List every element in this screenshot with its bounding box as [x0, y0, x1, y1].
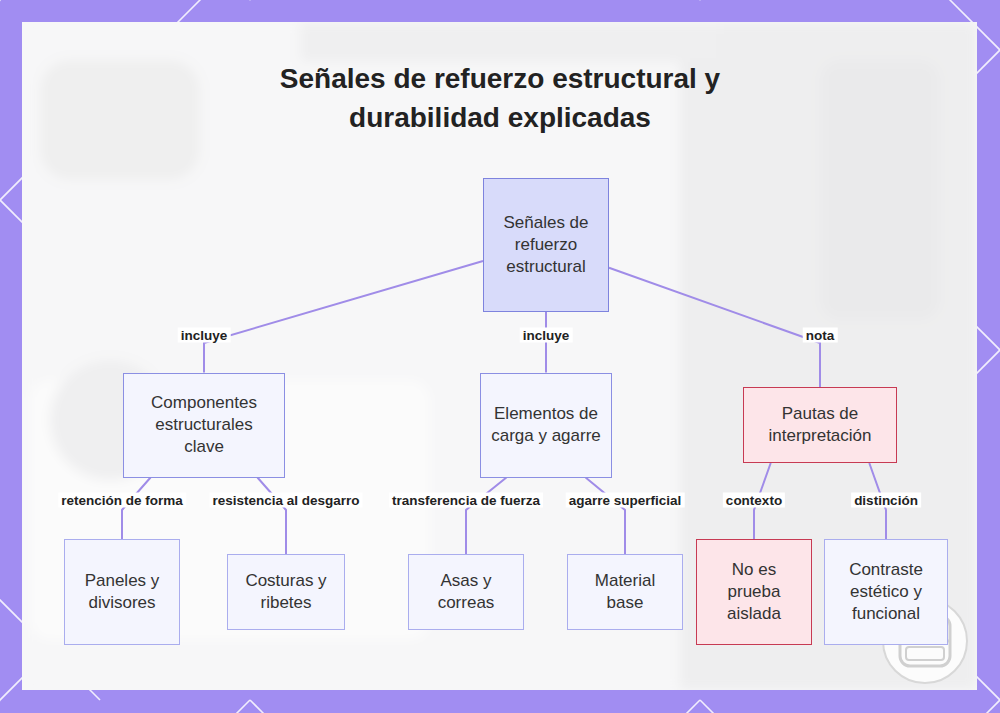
edge-label: contexto: [723, 493, 785, 508]
blurred-photo: [22, 22, 977, 690]
note-box: Pautas de interpretación: [743, 387, 897, 463]
category-box: Elementos de carga y agarre: [480, 373, 612, 478]
edge-label: distinción: [851, 493, 921, 508]
edge-label: agarre superficial: [566, 493, 685, 508]
leaf-box: Material base: [567, 554, 683, 630]
connector: [466, 478, 506, 555]
note-leaf-box: No es prueba aislada: [696, 539, 812, 645]
panel: [22, 22, 977, 690]
node-label: Contraste estético y funcional: [835, 559, 937, 625]
node-label: Paneles y divisores: [75, 570, 169, 614]
node-label: Elementos de carga y agarre: [491, 403, 601, 447]
leaf-box: Asas y correas: [408, 554, 524, 630]
edge-label: resistencia al desgarro: [209, 493, 362, 508]
node-label: Componentes estructurales clave: [134, 392, 274, 458]
connector: [609, 268, 820, 387]
connector: [257, 478, 286, 555]
edge-label: retención de forma: [58, 493, 186, 508]
edge-label: incluye: [520, 328, 573, 343]
edge-label: nota: [803, 328, 838, 343]
node-label: Costuras y ribetes: [238, 570, 334, 614]
node-label: Asas y correas: [419, 570, 513, 614]
node-label: No es prueba aislada: [707, 559, 801, 625]
leaf-box: Paneles y divisores: [64, 539, 180, 645]
node-label: Pautas de interpretación: [754, 403, 886, 447]
leaf-box: Costuras y ribetes: [227, 554, 345, 630]
connector: [204, 261, 483, 372]
diagram-title: Señales de refuerzo estructural y durabi…: [230, 60, 770, 137]
node-label: Material base: [578, 570, 672, 614]
connector: [586, 478, 625, 555]
node-label: Señales de refuerzo estructural: [494, 212, 598, 278]
leaf-box: Contraste estético y funcional: [824, 539, 948, 645]
connector: [122, 478, 151, 540]
edge-label: transferencia de fuerza: [389, 493, 543, 508]
category-box: Componentes estructurales clave: [123, 373, 285, 478]
edge-label: incluye: [178, 328, 231, 343]
root-box: Señales de refuerzo estructural: [483, 178, 609, 312]
